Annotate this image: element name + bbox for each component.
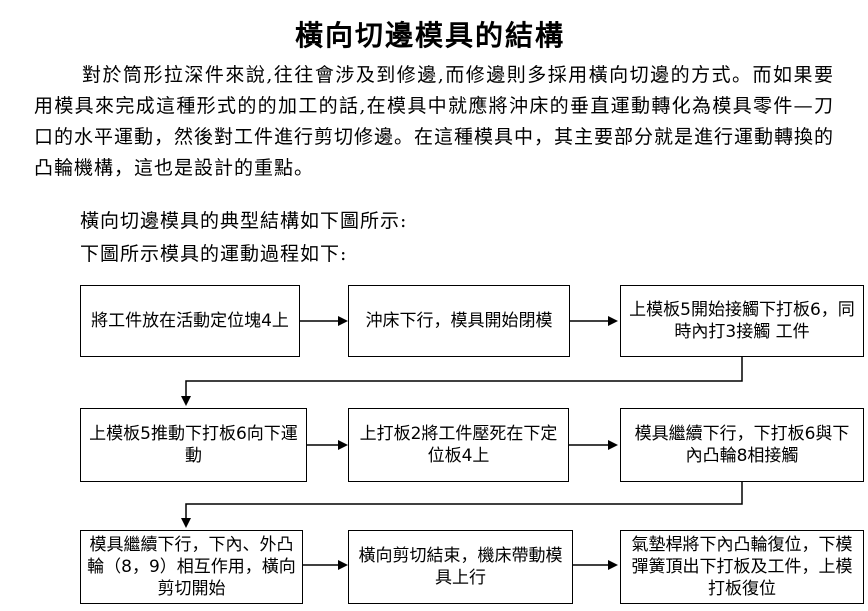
typical-structure-line: 橫向切邊模具的典型結構如下圖所示: — [80, 210, 408, 232]
page-title: 橫向切邊模具的結構 — [294, 19, 565, 52]
flow-step-2: 沖床下行，模具開始閉模 — [348, 285, 570, 357]
flow-step-8: 橫向剪切結束，機床帶動模具上行 — [348, 530, 573, 604]
intro-paragraph: 對於筒形拉深件來說,往往會涉及到修邊,而修邊則多採用橫向切邊的方式。而如果要用模… — [34, 64, 835, 179]
process-line: 下圖所示模具的運動過程如下: — [80, 243, 348, 265]
flow-step-7: 模具繼續下行，下內、外凸輪（8，9）相互作用，橫向剪切開始 — [80, 530, 303, 604]
flow-step-4: 上模板5推動下打板6向下運動 — [80, 408, 307, 482]
flow-step-1: 將工件放在活動定位塊4上 — [80, 285, 300, 357]
flow-step-3: 上模板5開始接觸下打板6，同時內打3接觸 工件 — [620, 285, 864, 357]
flow-step-9: 氣墊桿將下內凸輪復位，下模彈簧頂出下打板及工件，上模打板復位 — [620, 530, 864, 604]
flow-step-6: 模具繼續下行，下打板6與下內凸輪8相接觸 — [620, 408, 864, 482]
flow-step-5: 上打板2將工件壓死在下定位板4上 — [348, 408, 569, 482]
